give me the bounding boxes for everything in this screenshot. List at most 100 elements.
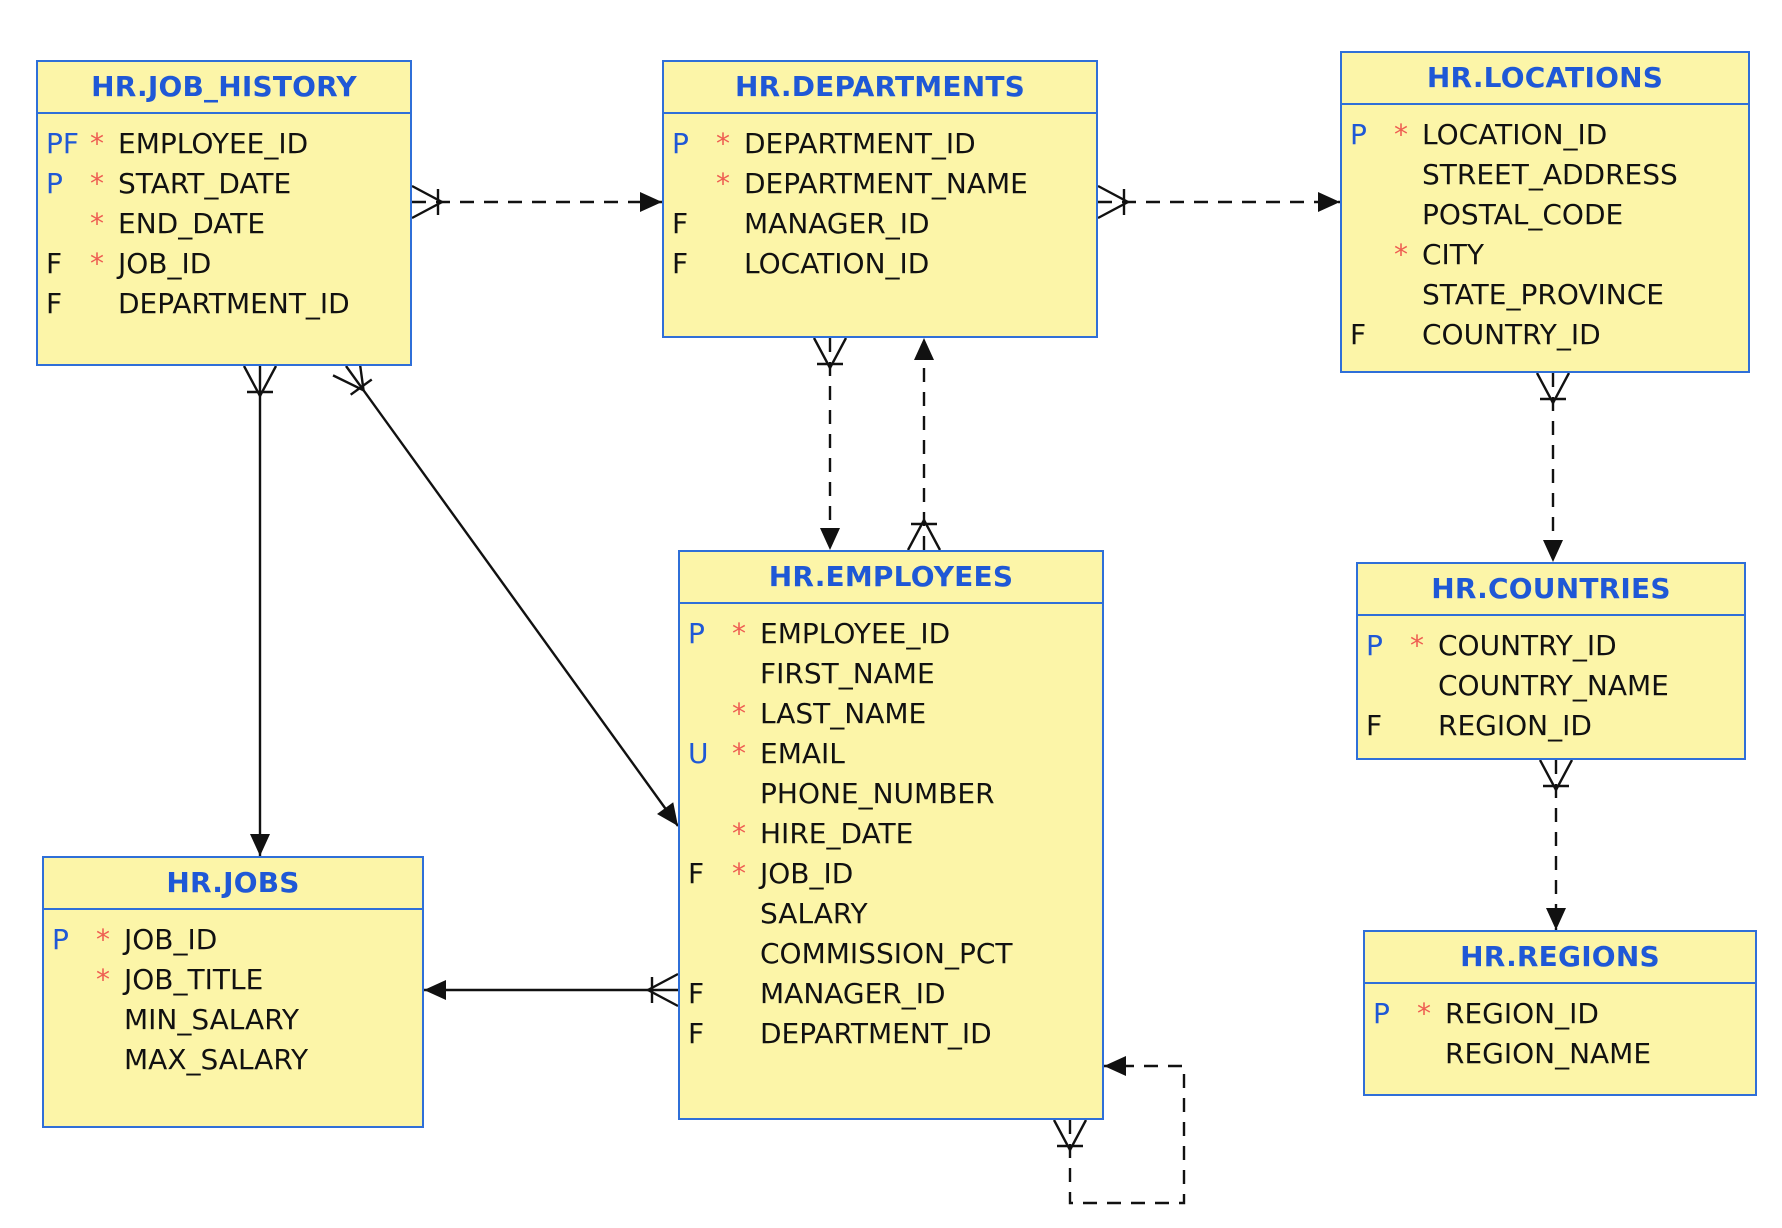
column-row[interactable]: *JOB_TITLE <box>44 960 422 1000</box>
key-indicator: F <box>688 977 705 1010</box>
column-row[interactable]: F MANAGER_ID <box>680 974 1102 1014</box>
required-star-icon: * <box>732 697 746 730</box>
crows-foot-icon <box>1535 372 1571 406</box>
column-row[interactable]: U*EMAIL <box>680 734 1102 774</box>
column-name: SALARY <box>760 897 868 930</box>
column-row[interactable]: COUNTRY_NAME <box>1358 666 1744 706</box>
crows-foot-icon <box>906 517 942 551</box>
crows-foot-icon <box>1052 1119 1088 1153</box>
column-row[interactable]: P * DEPARTMENT_ID <box>664 124 1096 164</box>
column-row[interactable]: F * JOB_ID <box>680 854 1102 894</box>
column-row[interactable]: * LAST_NAME <box>680 694 1102 734</box>
column-name: REGION_ID <box>1445 997 1599 1030</box>
required-star-icon: * <box>90 207 104 240</box>
required-star-icon: * <box>90 127 104 160</box>
column-name: DEPARTMENT_ID <box>760 1017 992 1050</box>
key-indicator: F <box>1366 709 1383 742</box>
column-name: DEPARTMENT_NAME <box>744 167 1028 200</box>
column-row[interactable]: P*JOB_ID <box>44 920 422 960</box>
column-name: COUNTRY_NAME <box>1438 669 1669 702</box>
required-star-icon: * <box>90 247 104 280</box>
required-star-icon: * <box>732 857 746 890</box>
column-row[interactable]: FIRST_NAME <box>680 654 1102 694</box>
column-name: DEPARTMENT_ID <box>744 127 976 160</box>
crows-foot-icon <box>242 365 278 399</box>
key-indicator: F <box>46 247 63 280</box>
column-name: JOB_ID <box>760 857 854 890</box>
required-star-icon: * <box>1394 238 1408 271</box>
column-row[interactable]: PHONE_NUMBER <box>680 774 1102 814</box>
column-row[interactable]: POSTAL_CODE <box>1342 195 1748 235</box>
column-name: FIRST_NAME <box>760 657 935 690</box>
column-name: LAST_NAME <box>760 697 927 730</box>
column-name: HIRE_DATE <box>760 817 914 850</box>
required-star-icon: * <box>732 617 746 650</box>
column-row[interactable]: MIN_SALARY <box>44 1000 422 1040</box>
key-indicator: PF <box>46 127 79 160</box>
column-row[interactable]: STATE_PROVINCE <box>1342 275 1748 315</box>
key-indicator: F <box>672 207 689 240</box>
column-row[interactable]: SALARY <box>680 894 1102 934</box>
column-name: EMAIL <box>760 737 845 770</box>
required-star-icon: * <box>732 737 746 770</box>
column-row[interactable]: COMMISSION_PCT <box>680 934 1102 974</box>
crows-foot-icon <box>1538 759 1574 793</box>
crows-foot-icon <box>645 972 679 1008</box>
column-row[interactable]: F * JOB_ID <box>38 244 410 284</box>
column-row[interactable]: P*START_DATE <box>38 164 410 204</box>
column-name: MIN_SALARY <box>124 1003 299 1036</box>
column-row[interactable]: PF*EMPLOYEE_ID <box>38 124 410 164</box>
key-indicator: P <box>1350 118 1367 151</box>
column-name: STREET_ADDRESS <box>1422 158 1678 191</box>
table-title: HR.DEPARTMENTS <box>664 62 1096 114</box>
table-departments[interactable]: HR.DEPARTMENTS P * DEPARTMENT_ID * DEPARTMENT… <box>662 60 1098 338</box>
column-name: EMPLOYEE_ID <box>760 617 951 650</box>
column-row[interactable]: *END_DATE <box>38 204 410 244</box>
key-indicator: P <box>672 127 689 160</box>
column-name: LOCATION_ID <box>744 247 930 280</box>
required-star-icon: * <box>1410 629 1424 662</box>
column-row[interactable]: P*EMPLOYEE_ID <box>680 614 1102 654</box>
required-star-icon: * <box>716 167 730 200</box>
table-title: HR.REGIONS <box>1365 932 1755 984</box>
arrowhead-icon <box>657 802 678 826</box>
column-row[interactable]: REGION_NAME <box>1365 1034 1755 1074</box>
key-indicator: P <box>46 167 63 200</box>
column-row[interactable]: *HIRE_DATE <box>680 814 1102 854</box>
column-row[interactable]: MAX_SALARY <box>44 1040 422 1080</box>
required-star-icon: * <box>716 127 730 160</box>
column-row[interactable]: P*COUNTRY_ID <box>1358 626 1744 666</box>
column-row[interactable]: P*LOCATION_ID <box>1342 115 1748 155</box>
column-row[interactable]: * DEPARTMENT_NAME <box>664 164 1096 204</box>
table-title: HR.JOB_HISTORY <box>38 62 410 114</box>
column-name: COUNTRY_ID <box>1422 318 1601 351</box>
column-name: JOB_ID <box>124 923 218 956</box>
column-row[interactable]: *CITY <box>1342 235 1748 275</box>
arrowhead-icon <box>1546 908 1566 930</box>
column-name: MANAGER_ID <box>760 977 946 1010</box>
column-row[interactable]: STREET_ADDRESS <box>1342 155 1748 195</box>
crows-foot-icon <box>812 337 848 371</box>
column-name: JOB_ID <box>118 247 212 280</box>
column-name: POSTAL_CODE <box>1422 198 1624 231</box>
key-indicator: P <box>52 923 69 956</box>
column-row[interactable]: P*REGION_ID <box>1365 994 1755 1034</box>
crows-foot-icon <box>1097 184 1131 220</box>
key-indicator: F <box>688 857 705 890</box>
table-title: HR.LOCATIONS <box>1342 53 1748 105</box>
